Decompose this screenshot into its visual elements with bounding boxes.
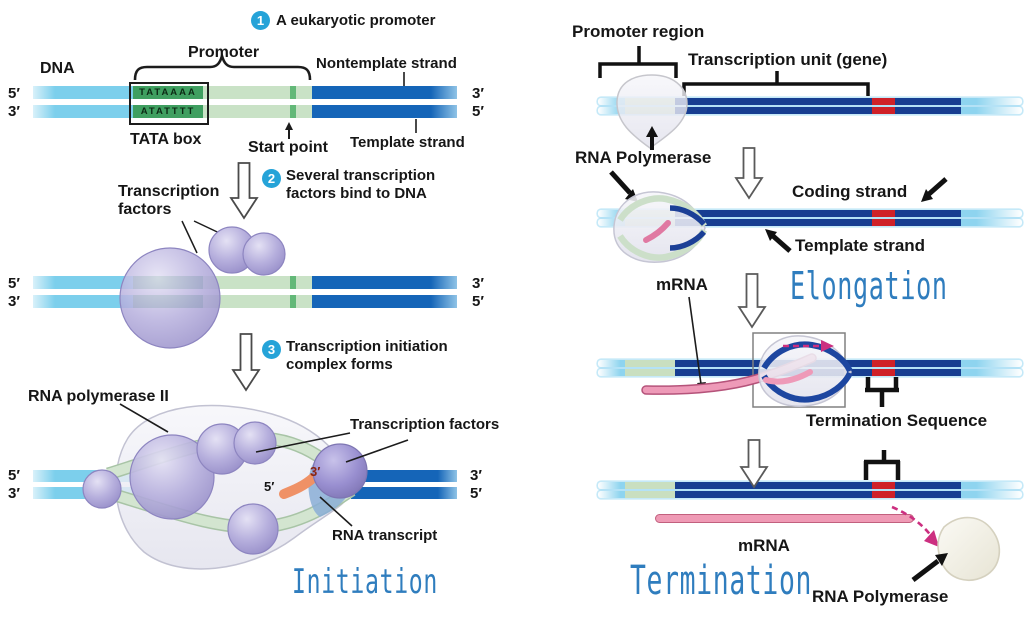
transcription-factors-label-line2: factors — [118, 201, 172, 218]
transcription-factor-sphere-dark — [312, 443, 368, 499]
start-point-label: Start point — [248, 139, 328, 156]
down-arrow-right-3 — [739, 439, 769, 489]
coding-strand-arrow — [921, 177, 948, 202]
rna-polymerase-ii-label: RNA polymerase II — [28, 388, 169, 405]
transcription-factor-sphere — [242, 232, 286, 276]
termination-sequence-segment — [872, 98, 895, 105]
end-label: 3′ — [8, 103, 20, 120]
rna-polymerase-blob-promoter — [616, 74, 688, 149]
dna-step1: TATAAAA ATATTTT — [33, 82, 457, 125]
mrna-label: mRNA — [656, 275, 708, 294]
rna-polymerase-terminating — [758, 335, 853, 407]
transcription-unit-bracket — [682, 71, 870, 96]
end-label: 5′ — [8, 85, 20, 102]
rna-transcript-label: RNA transcript — [332, 527, 438, 544]
transcript-5-label: 5′ — [264, 479, 275, 494]
termination-stage-title: Termination — [630, 558, 813, 604]
transcription-factor-sphere-large — [119, 247, 221, 349]
template-strand-arrow — [765, 229, 792, 253]
down-arrow-right-2 — [737, 273, 767, 329]
step1-title: A eukaryotic promoter — [276, 12, 436, 29]
rna-pol-ii-pointer — [119, 403, 169, 433]
end-label: 3′ — [8, 485, 20, 502]
start-point-mark — [290, 86, 296, 99]
step2-title-line1: Several transcription — [286, 167, 436, 184]
down-arrow-right-1 — [734, 147, 764, 200]
elongation-stage-title: Elongation — [790, 264, 948, 308]
promoter-brace — [133, 51, 312, 81]
rna-transcript-pointer — [319, 496, 353, 527]
rna-polymerase-label: RNA Polymerase — [575, 148, 712, 167]
step2-badge: 2 — [262, 169, 281, 188]
end-label: 3′ — [472, 85, 484, 102]
transcription-factor-sphere — [82, 469, 122, 509]
end-label: 3′ — [8, 293, 20, 310]
transcription-unit-label: Transcription unit (gene) — [688, 50, 888, 69]
dna-after-termination — [598, 482, 1022, 498]
termination-marker-below — [865, 377, 899, 407]
end-label: 5′ — [8, 467, 20, 484]
step1-badge: 1 — [251, 11, 270, 30]
promoter-region-label: Promoter region — [572, 22, 705, 41]
down-arrow-step2 — [231, 333, 261, 392]
mrna-inside-bubble — [643, 220, 671, 243]
promoter-region-bracket — [598, 46, 678, 78]
rna-transcript-strand — [279, 473, 318, 499]
template-strand-label: Template strand — [350, 134, 465, 151]
start-point-arrow — [285, 122, 293, 139]
tf3-pointer-2 — [345, 439, 409, 463]
termination-sequence-label: Termination Sequence — [806, 411, 988, 430]
step2-title-line2: factors bind to DNA — [286, 185, 427, 202]
promoter-label: Promoter — [188, 44, 260, 61]
transcription-factor-sphere — [233, 421, 277, 465]
transcription-factor-sphere — [227, 503, 279, 555]
initiation-complex — [82, 404, 368, 570]
tata-sequence-top: TATAAAA — [133, 86, 203, 99]
coding-strand-label: Coding strand — [792, 182, 908, 201]
end-label: 3′ — [472, 275, 484, 292]
rna-polymerase-elongating — [613, 191, 707, 263]
termination-marker-above — [863, 450, 901, 480]
tata-box-outline — [129, 82, 209, 125]
transcription-factors-label: Transcription factors — [350, 416, 500, 433]
dna-label: DNA — [40, 60, 75, 77]
down-arrow-step1 — [229, 162, 259, 220]
nontemplate-strand-label: Nontemplate strand — [316, 55, 457, 72]
rna-polymerase-up-arrow — [646, 126, 658, 150]
tata-sequence-bottom: ATATTTT — [133, 105, 203, 118]
initiation-stage-title: Initiation — [292, 562, 438, 602]
tf3-pointer-1 — [255, 432, 351, 453]
tf-line-1 — [181, 220, 198, 254]
transcript-3-label: 3′ — [310, 464, 321, 479]
end-label: 5′ — [472, 103, 484, 120]
template-strand-label-right: Template strand — [795, 236, 926, 255]
movement-dashed-arrow — [783, 340, 834, 352]
step3-badge: 3 — [262, 340, 281, 359]
release-dashed-arrow — [891, 505, 939, 547]
rna-polymerase-released-arrow — [911, 553, 948, 582]
dna-strand-template: ATATTTT — [33, 105, 457, 118]
rna-polymerase-released-blob — [937, 516, 1001, 581]
step3-title-line1: Transcription initiation — [286, 338, 448, 355]
dna-strand-nontemplate: TATAAAA — [33, 86, 457, 99]
released-mrna-label: mRNA — [738, 536, 790, 555]
end-label: 5′ — [8, 275, 20, 292]
mrna-pointer-line — [688, 296, 706, 392]
end-label: 5′ — [470, 485, 482, 502]
transcription-factor-sphere-large — [129, 434, 215, 520]
transcription-factors-label-line1: Transcription — [118, 183, 220, 200]
tata-box-label: TATA box — [130, 131, 202, 148]
end-label: 5′ — [472, 293, 484, 310]
rna-polymerase-released-label: RNA Polymerase — [812, 587, 949, 606]
end-label: 3′ — [470, 467, 482, 484]
step3-title-line2: complex forms — [286, 356, 393, 373]
